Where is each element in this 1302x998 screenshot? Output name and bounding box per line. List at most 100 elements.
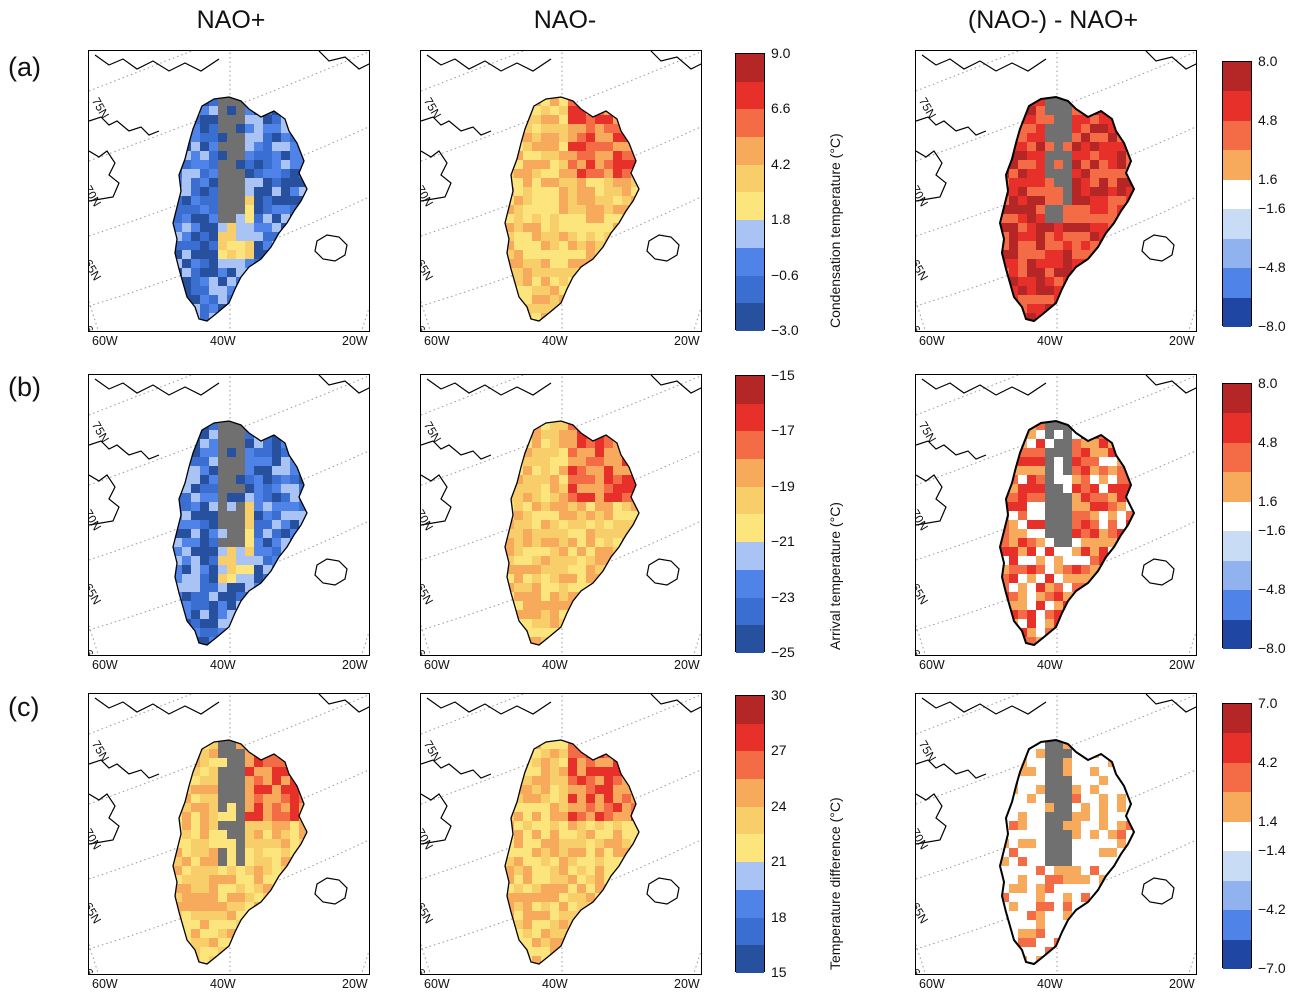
colorbar-segment bbox=[736, 275, 764, 304]
longitude-label: 40W bbox=[210, 658, 236, 672]
longitude-label: 40W bbox=[210, 334, 236, 348]
colorbar-segment bbox=[1223, 792, 1251, 822]
colorbar-tick-label: −23 bbox=[771, 588, 795, 605]
colorbar-segment bbox=[736, 696, 764, 724]
longitude-label: 40W bbox=[542, 977, 568, 991]
colorbar-tick-label: −3.0 bbox=[771, 322, 799, 338]
colorbar-tick-label: 1.6 bbox=[1258, 170, 1278, 187]
colorbar-segment bbox=[1223, 590, 1251, 620]
colorbar-segment bbox=[1223, 821, 1251, 852]
row-label-b: (b) bbox=[8, 372, 41, 402]
sequential-colorbar bbox=[735, 695, 765, 973]
longitude-label: 60W bbox=[919, 334, 945, 348]
colorbar-tick-label: −1.4 bbox=[1258, 842, 1286, 859]
map-svg bbox=[916, 694, 1196, 974]
colorbar-segment bbox=[1223, 442, 1251, 473]
colorbar-segment bbox=[1223, 733, 1251, 763]
longitude-label: 20W bbox=[1169, 334, 1195, 348]
colorbar-segment bbox=[736, 376, 764, 404]
colorbar-segment bbox=[736, 834, 764, 863]
longitude-label: 20W bbox=[342, 658, 368, 672]
diverging-colorbar bbox=[1222, 703, 1252, 969]
colorbar-segment bbox=[736, 514, 764, 543]
colorbar-tick-label: 1.8 bbox=[771, 211, 791, 228]
colorbar-tick-label: 21 bbox=[771, 853, 787, 870]
colorbar-segment bbox=[736, 459, 764, 487]
map-svg bbox=[421, 51, 701, 331]
colorbar-tick-label: 30 bbox=[771, 687, 787, 703]
colorbar-tick-label: 9.0 bbox=[771, 45, 791, 61]
map-svg bbox=[89, 694, 369, 974]
map-svg bbox=[89, 375, 369, 655]
colorbar-segment bbox=[1223, 939, 1251, 969]
longitude-label: 60W bbox=[424, 977, 450, 991]
colorbar-segment bbox=[1223, 880, 1251, 911]
colorbar-segment bbox=[736, 625, 764, 653]
colorbar-tick-label: 6.6 bbox=[771, 100, 791, 117]
colorbar-segment bbox=[736, 779, 764, 807]
colorbar-tick-label: 4.2 bbox=[771, 155, 791, 172]
longitude-label: 40W bbox=[210, 977, 236, 991]
colorbar-segment bbox=[1223, 531, 1251, 561]
colorbar-segment bbox=[736, 403, 764, 432]
colorbar-tick-label: −19 bbox=[771, 477, 795, 494]
colorbar-segment bbox=[736, 192, 764, 221]
column-title-difference: (NAO-) - NAO+ bbox=[967, 6, 1139, 34]
longitude-label: 40W bbox=[542, 658, 568, 672]
colorbar-segment bbox=[736, 220, 764, 248]
map-panel: 75N70N65N60N bbox=[420, 693, 702, 975]
longitude-label: 40W bbox=[1037, 334, 1063, 348]
colorbar-segment bbox=[736, 431, 764, 460]
map-svg bbox=[916, 375, 1196, 655]
longitude-label: 60W bbox=[92, 658, 118, 672]
longitude-label: 20W bbox=[1169, 977, 1195, 991]
colorbar-segment bbox=[736, 164, 764, 193]
colorbar-segment bbox=[736, 109, 764, 138]
map-svg bbox=[421, 694, 701, 974]
map-panel: 75N70N65N60N bbox=[88, 374, 370, 656]
map-panel: 75N70N65N60N bbox=[420, 50, 702, 332]
colorbar-segment bbox=[736, 723, 764, 752]
map-panel: 75N70N65N60N bbox=[88, 693, 370, 975]
colorbar-tick-label: 8.0 bbox=[1258, 53, 1278, 69]
colorbar-segment bbox=[1223, 762, 1251, 793]
colorbar-segment bbox=[1223, 297, 1251, 327]
colorbar-segment bbox=[736, 889, 764, 918]
colorbar-tick-label: −25 bbox=[771, 644, 795, 660]
colorbar-title: Condensation temperature (°C) bbox=[827, 133, 843, 328]
colorbar-tick-label: −8.0 bbox=[1258, 318, 1286, 334]
longitude-label: 20W bbox=[674, 977, 700, 991]
colorbar-tick-label: −8.0 bbox=[1258, 640, 1286, 656]
colorbar-segment bbox=[1223, 120, 1251, 151]
map-panel: 75N70N65N60N bbox=[915, 50, 1197, 332]
colorbar-segment bbox=[1223, 91, 1251, 121]
longitude-label: 60W bbox=[424, 658, 450, 672]
colorbar-segment bbox=[1223, 384, 1251, 414]
longitude-label: 20W bbox=[674, 658, 700, 672]
colorbar-segment bbox=[736, 542, 764, 570]
colorbar-tick-label: 4.2 bbox=[1258, 753, 1278, 770]
colorbar-segment bbox=[736, 247, 764, 276]
colorbar-tick-label: 18 bbox=[771, 908, 787, 925]
colorbar-segment bbox=[736, 486, 764, 515]
colorbar-tick-label: −4.2 bbox=[1258, 901, 1286, 918]
longitude-label: 40W bbox=[1037, 977, 1063, 991]
longitude-label: 20W bbox=[342, 977, 368, 991]
colorbar-tick-label: 4.8 bbox=[1258, 111, 1278, 128]
map-panel: 75N70N65N60N bbox=[420, 374, 702, 656]
colorbar-segment bbox=[736, 917, 764, 946]
longitude-label: 60W bbox=[919, 977, 945, 991]
longitude-label: 20W bbox=[1169, 658, 1195, 672]
map-panel: 75N70N65N60N bbox=[915, 374, 1197, 656]
colorbar-segment bbox=[736, 137, 764, 165]
longitude-label: 40W bbox=[1037, 658, 1063, 672]
colorbar-title: Arrival temperature (°C) bbox=[827, 502, 843, 650]
colorbar-segment bbox=[736, 303, 764, 331]
colorbar-tick-label: −17 bbox=[771, 422, 795, 439]
longitude-label: 20W bbox=[674, 334, 700, 348]
colorbar-tick-label: −1.6 bbox=[1258, 522, 1286, 539]
colorbar-segment bbox=[1223, 501, 1251, 532]
colorbar-tick-label: 15 bbox=[771, 964, 787, 980]
diverging-colorbar bbox=[1222, 383, 1252, 649]
longitude-label: 40W bbox=[542, 334, 568, 348]
